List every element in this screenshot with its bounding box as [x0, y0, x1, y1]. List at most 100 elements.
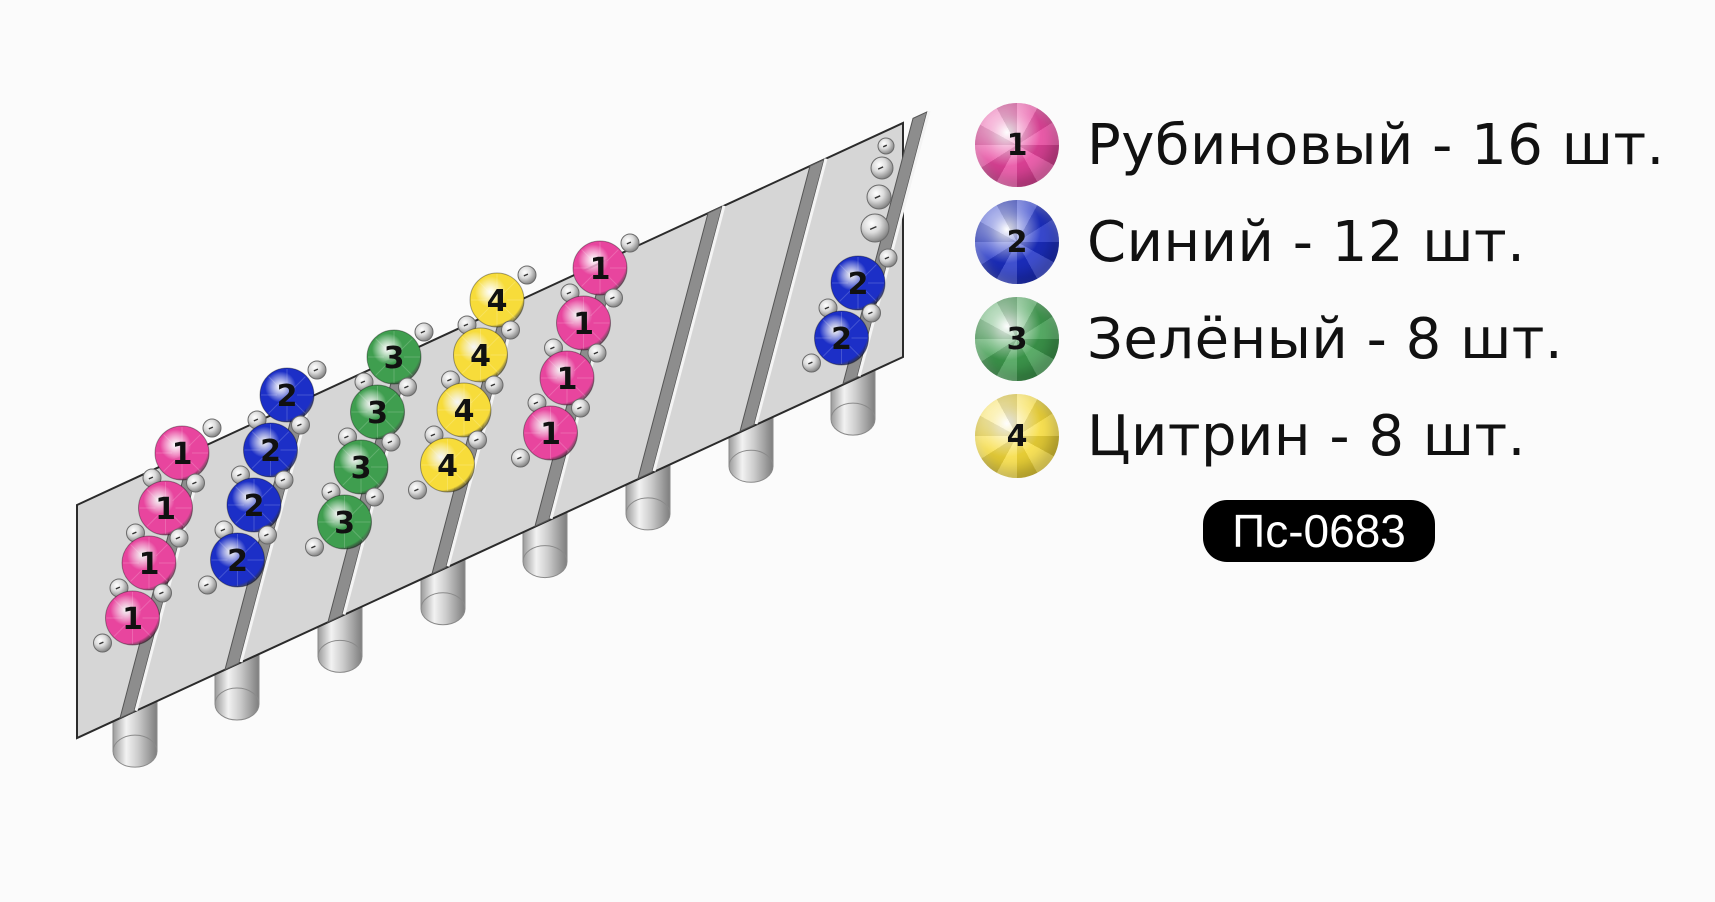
- stone-2: 2: [226, 477, 282, 533]
- metal-ball: [93, 633, 112, 653]
- stone-number: 1: [139, 547, 160, 582]
- metal-ball: [860, 213, 890, 243]
- stone-number: 4: [454, 394, 475, 429]
- metal-ball: [365, 487, 384, 507]
- legend-item-ruby: 1 Рубиновый - 16 шт.: [975, 103, 1665, 187]
- blue-stone-icon: 2: [975, 200, 1059, 284]
- metal-ball: [802, 353, 821, 373]
- stone-number: 1: [122, 602, 143, 637]
- legend-item-green: 3 Зелёный - 8 шт.: [975, 297, 1563, 381]
- metal-ball: [381, 432, 401, 452]
- product-code-badge: Пс-0683: [1203, 500, 1435, 562]
- metal-ball: [571, 398, 590, 418]
- metal-ball: [604, 288, 623, 308]
- stone-1: 1: [121, 535, 177, 591]
- stone-1: 1: [523, 405, 578, 461]
- ruby-stone-icon: 1: [975, 103, 1059, 187]
- stone-2: 2: [259, 367, 315, 423]
- stone-3: 3: [333, 439, 389, 495]
- citrine-stone-icon: 4: [975, 394, 1059, 478]
- stone-1: 1: [572, 240, 628, 296]
- groove-highlight: [652, 205, 726, 472]
- legend-label-green: Зелёный - 8 шт.: [1087, 306, 1564, 372]
- stone-1: 1: [138, 480, 193, 536]
- metal-ball: [866, 184, 892, 210]
- stone-number: 1: [590, 252, 611, 287]
- metal-ball: [258, 525, 277, 545]
- metal-ball: [877, 137, 895, 155]
- stone-number: 2: [277, 379, 298, 414]
- metal-ball: [878, 248, 898, 268]
- metal-ball: [484, 375, 504, 395]
- metal-ball: [587, 343, 607, 363]
- stone-number: 3: [334, 506, 355, 541]
- groove-highlight: [239, 396, 313, 663]
- metal-ball: [305, 537, 324, 557]
- stone-1: 1: [154, 425, 210, 481]
- groove: [637, 205, 723, 480]
- stone-number: 1: [557, 362, 578, 397]
- stone-number: 4: [487, 284, 508, 319]
- stone-1: 1: [556, 295, 611, 351]
- legend-item-citrine: 4 Цитрин - 8 шт.: [975, 394, 1526, 478]
- stone-2: 2: [243, 422, 298, 478]
- stone-number: 2: [227, 544, 248, 579]
- stone-number: 2: [848, 267, 869, 302]
- groove: [739, 158, 825, 433]
- stone-4: 4: [453, 327, 508, 383]
- stone-4: 4: [469, 272, 525, 328]
- metal-ball: [169, 528, 189, 548]
- stone-3: 3: [350, 384, 405, 440]
- stone-4: 4: [436, 382, 492, 438]
- stone-number: 1: [155, 492, 176, 527]
- stone-number: 1: [172, 437, 193, 472]
- metal-ball: [414, 322, 434, 342]
- metal-ball: [274, 470, 294, 490]
- metal-ball: [198, 575, 217, 595]
- metal-ball: [441, 370, 460, 390]
- metal-ball: [620, 233, 640, 253]
- metal-ball: [560, 283, 580, 303]
- stone-2: 2: [830, 255, 886, 311]
- stone-number: 1: [573, 307, 594, 342]
- stone-2: 2: [210, 532, 265, 588]
- groove-highlight: [754, 158, 828, 425]
- stone-number: 2: [260, 434, 281, 469]
- stone-number: 4: [437, 449, 458, 484]
- stone-4: 4: [420, 437, 475, 493]
- metal-ball: [153, 583, 172, 603]
- metal-ball: [511, 448, 530, 468]
- metal-ball: [202, 418, 222, 438]
- stone-number: 3: [384, 341, 405, 376]
- metal-ball: [142, 468, 162, 488]
- metal-ball: [307, 360, 327, 380]
- metal-ball: [501, 320, 520, 340]
- green-stone-icon: 3: [975, 297, 1059, 381]
- groove-highlight: [857, 110, 931, 377]
- stone-number: 2: [244, 489, 265, 524]
- metal-ball: [291, 415, 310, 435]
- stone-3: 3: [317, 494, 372, 550]
- metal-ball: [408, 480, 427, 500]
- stone-number: 3: [367, 396, 388, 431]
- metal-ball: [870, 156, 894, 180]
- metal-ball: [398, 377, 417, 397]
- legend-label-citrine: Цитрин - 8 шт.: [1087, 403, 1526, 469]
- legend-label-blue: Синий - 12 шт.: [1087, 209, 1526, 275]
- strip-body: [76, 121, 904, 740]
- legend-label-ruby: Рубиновый - 16 шт.: [1087, 112, 1665, 178]
- stone-3: 3: [366, 329, 422, 385]
- stone-number: 3: [351, 451, 372, 486]
- stone-2: 2: [814, 310, 869, 366]
- legend-item-blue: 2 Синий - 12 шт.: [975, 200, 1525, 284]
- stone-1: 1: [105, 590, 160, 646]
- metal-ball: [186, 473, 205, 493]
- metal-ball: [862, 303, 881, 323]
- metal-ball: [468, 430, 487, 450]
- stone-1: 1: [539, 350, 595, 406]
- stone-number: 4: [470, 339, 491, 374]
- stone-number: 2: [831, 322, 852, 357]
